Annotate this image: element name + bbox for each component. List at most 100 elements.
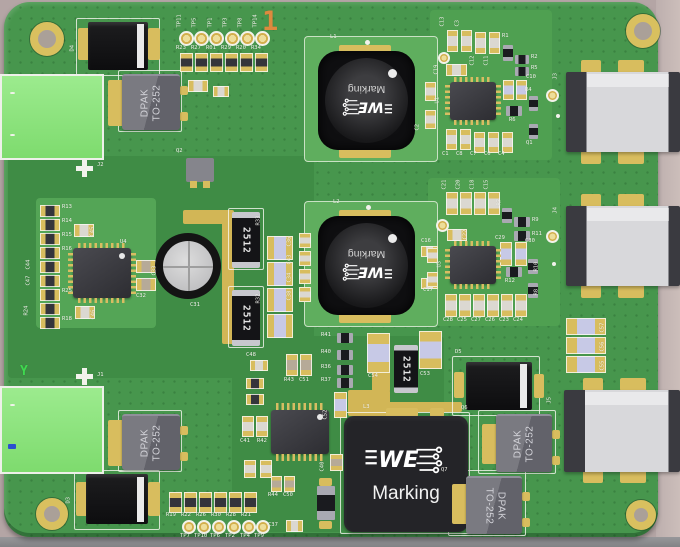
label-C46: C46: [90, 309, 97, 320]
rdark: [317, 486, 335, 520]
capw: [445, 294, 457, 317]
ic-U4: [68, 243, 136, 303]
pour: [183, 210, 234, 224]
res: [40, 219, 60, 231]
label-C24: C24: [513, 317, 523, 323]
capw: [75, 306, 95, 319]
label-TP7: TP7: [180, 533, 190, 539]
res: [195, 53, 208, 72]
connector-J1: [0, 386, 104, 474]
label-C28: C28: [443, 317, 453, 323]
dpak-marking-line2: TO-252: [523, 425, 535, 463]
label-J4: J4: [552, 206, 559, 214]
label-C43: C43: [286, 254, 293, 265]
label-TP6: TP6: [210, 533, 220, 539]
label-J1: J1: [97, 372, 104, 378]
pad: [452, 484, 468, 524]
label-TP5: TP5: [191, 17, 198, 28]
label-R40: R40: [321, 349, 331, 355]
capw: [460, 129, 471, 150]
cap: [271, 476, 282, 492]
inductor-dot-mark: [388, 69, 398, 79]
capw: [515, 294, 527, 317]
caplav: [566, 356, 606, 373]
caplav: [500, 242, 512, 266]
label-J5: J5: [546, 396, 553, 404]
capw: [213, 86, 229, 97]
dpak-marking-line2: TO-252: [482, 487, 494, 525]
testpoint-top-2: [194, 31, 209, 46]
label-C7: C7: [470, 151, 477, 157]
res: [199, 492, 212, 513]
marking-text: Marking: [372, 483, 440, 505]
label-C51: C51: [299, 377, 309, 383]
label-Q7: Q7: [441, 467, 448, 473]
label-R18: R18: [62, 316, 72, 322]
we-logo-icon: WE: [343, 263, 393, 281]
label-R29: R29: [221, 45, 231, 51]
pad: [339, 147, 391, 158]
res: [229, 492, 242, 513]
label-C54: C54: [368, 373, 378, 379]
ic-U5: [271, 403, 329, 461]
testpoint-top-4: [225, 31, 240, 46]
label-R25: R25: [62, 288, 72, 294]
pad: [583, 470, 603, 483]
label-TP11: TP11: [176, 14, 183, 28]
mounting-hole-tr: [626, 14, 660, 48]
tp: [436, 219, 449, 232]
label-C56: C56: [599, 341, 606, 352]
label-C27: C27: [471, 317, 481, 323]
diode-D5: [466, 362, 532, 410]
we-logo-icon: WE: [365, 446, 443, 473]
testpoint-top-3: [209, 31, 224, 46]
label-C40: C40: [319, 461, 326, 472]
capw: [256, 416, 268, 437]
caplav: [267, 236, 293, 260]
label-C45: C45: [89, 226, 96, 237]
label-C16: C16: [421, 238, 431, 244]
inductor-face: WE Marking: [325, 58, 408, 143]
label-C22: C22: [462, 229, 469, 240]
capw: [446, 64, 467, 76]
capw: [74, 224, 94, 237]
label-R1: R1: [502, 33, 509, 39]
res: [40, 205, 60, 217]
caplav: [503, 80, 514, 100]
label-C41: C41: [240, 438, 250, 444]
label-R2: R2: [531, 54, 538, 60]
ic-U3: [445, 241, 501, 289]
label-C38: C38: [286, 290, 293, 301]
connector-J3: [566, 72, 680, 152]
label-Q6: Q6: [461, 405, 468, 411]
res: [40, 247, 60, 259]
tp: [546, 89, 559, 102]
capw: [299, 233, 311, 248]
label-C10: C10: [526, 74, 536, 80]
label-R43: R43: [284, 377, 294, 383]
mounting-hole-br: [626, 500, 656, 530]
pad: [76, 482, 88, 516]
pad: [148, 28, 160, 60]
pin1-dot: [317, 414, 324, 421]
label-U3: U3: [436, 260, 443, 268]
pad: [552, 456, 560, 465]
pad: [581, 285, 601, 298]
res: [210, 53, 223, 72]
res: [40, 317, 60, 329]
res: [184, 492, 197, 513]
label-R41: R41: [321, 332, 331, 338]
pad: [339, 312, 391, 323]
pad: [319, 478, 332, 486]
inductor-dot-mark: [388, 234, 398, 244]
tp: [182, 520, 196, 534]
dpak-marking-line1: DPAK: [494, 491, 506, 521]
module-L3: WE Marking: [344, 416, 468, 532]
res-R35: 2512: [394, 345, 418, 393]
pad: [180, 86, 188, 95]
pin1-dot: [119, 253, 126, 259]
diode-cathode-stripe: [520, 364, 528, 408]
rdark: [506, 106, 522, 116]
